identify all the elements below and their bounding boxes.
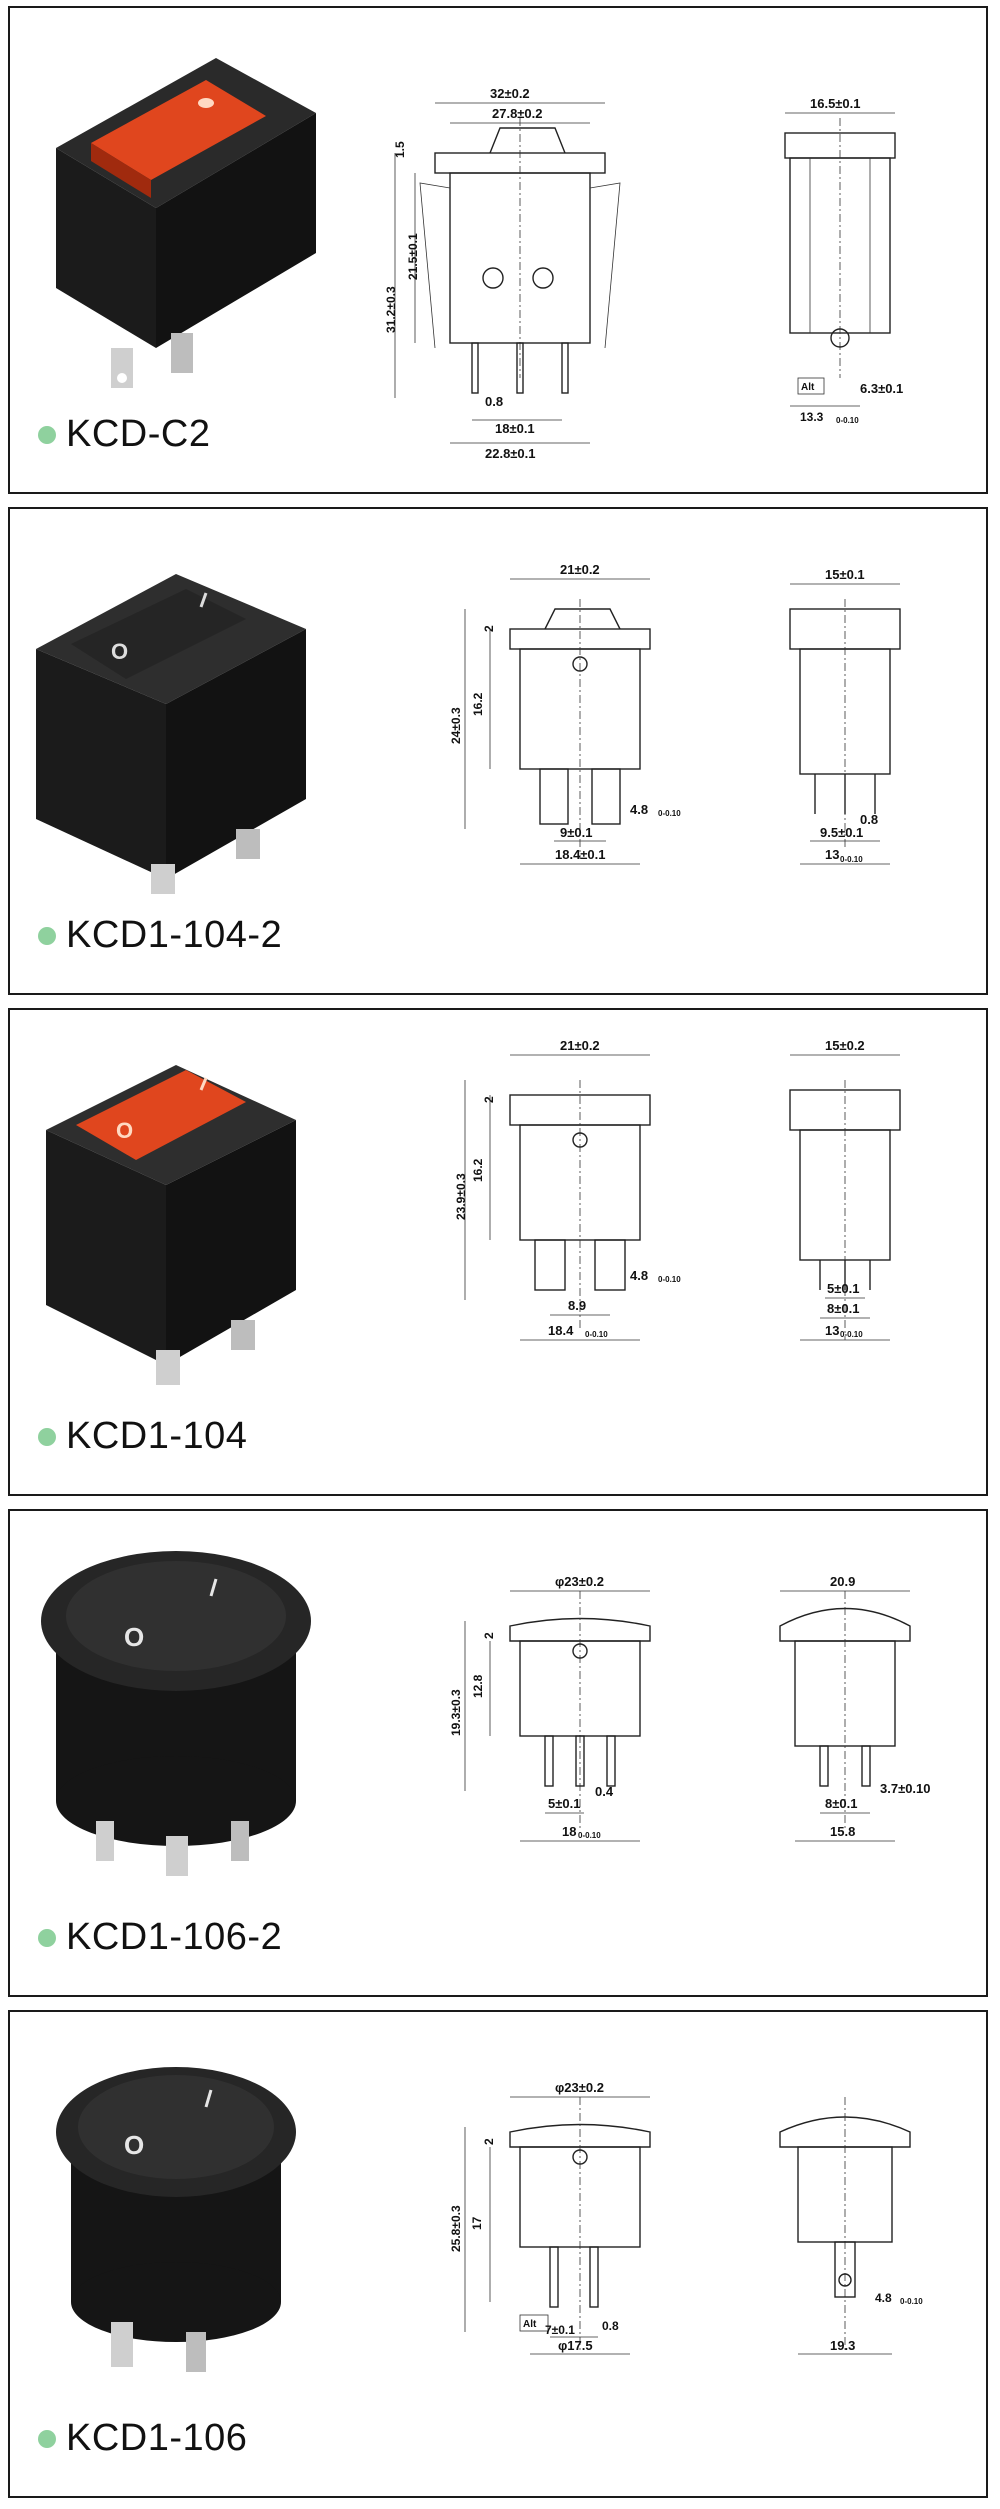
svg-text:18±0.1: 18±0.1 xyxy=(495,421,535,436)
svg-text:16.2: 16.2 xyxy=(471,1158,485,1182)
technical-drawing-kcd1-104-2: 21±0.2 2 16.2 24±0.3 4.8 0-0.10 9±0.1 18… xyxy=(449,562,901,865)
svg-text:0-0.10: 0-0.10 xyxy=(840,855,863,864)
svg-text:15.8: 15.8 xyxy=(830,1824,855,1839)
svg-text:0-0.10: 0-0.10 xyxy=(836,416,859,425)
svg-text:7±0.1: 7±0.1 xyxy=(545,2323,575,2337)
model-name: KCD1-104-2 xyxy=(66,914,283,956)
svg-text:0-0.10: 0-0.10 xyxy=(578,1831,601,1840)
svg-text:0-0.10: 0-0.10 xyxy=(900,2297,923,2306)
svg-text:16.2: 16.2 xyxy=(471,692,485,716)
model-label: KCD-C2 xyxy=(38,413,210,456)
svg-text:O: O xyxy=(116,1118,133,1143)
svg-text:18.4: 18.4 xyxy=(548,1323,574,1338)
svg-text:15±0.1: 15±0.1 xyxy=(825,567,865,582)
svg-text:6.3±0.1: 6.3±0.1 xyxy=(860,381,903,396)
svg-text:24±0.3: 24±0.3 xyxy=(449,707,463,744)
svg-text:19.3±0.3: 19.3±0.3 xyxy=(449,1689,463,1736)
svg-text:8±0.1: 8±0.1 xyxy=(825,1796,857,1811)
switch-photo-kcd1-104: O xyxy=(46,1065,296,1385)
svg-text:2: 2 xyxy=(482,1632,496,1639)
svg-text:φ17.5: φ17.5 xyxy=(558,2338,593,2353)
svg-text:18: 18 xyxy=(562,1824,576,1839)
model-label: KCD1-104 xyxy=(38,1415,247,1458)
svg-text:4.8: 4.8 xyxy=(875,2291,892,2305)
switch-photo-kcd1-106: O xyxy=(56,2067,296,2372)
bullet-icon xyxy=(38,1928,56,1947)
svg-text:21.5±0.1: 21.5±0.1 xyxy=(406,233,420,280)
model-name: KCD-C2 xyxy=(66,413,211,455)
svg-text:Alt: Alt xyxy=(523,2319,537,2330)
product-panel-kcd-c2: KCD-C2 32±0.2 27.8±0.2 1.5 31.2±0.3 21.5… xyxy=(8,6,988,494)
bullet-icon xyxy=(38,2429,56,2448)
svg-text:2: 2 xyxy=(482,2138,496,2145)
svg-text:O: O xyxy=(124,1622,144,1652)
svg-text:23.9±0.3: 23.9±0.3 xyxy=(454,1173,468,1220)
svg-text:22.8±0.1: 22.8±0.1 xyxy=(485,446,536,461)
bullet-icon xyxy=(38,926,56,945)
svg-text:O: O xyxy=(124,2130,144,2160)
svg-text:0-0.10: 0-0.10 xyxy=(658,1275,681,1284)
svg-text:13: 13 xyxy=(825,1323,839,1338)
svg-text:8.9: 8.9 xyxy=(568,1298,586,1313)
svg-text:17: 17 xyxy=(470,2216,484,2230)
model-name: KCD1-106-2 xyxy=(66,1916,283,1958)
svg-text:3.7±0.10: 3.7±0.10 xyxy=(880,1781,931,1796)
svg-text:1.5: 1.5 xyxy=(393,141,407,158)
product-panel-kcd1-104: O KCD1-104 21±0.2 2 16.2 23.9±0.3 4.8 0-… xyxy=(8,1008,988,1496)
product-panel-kcd1-106-2: O KCD1-106-2 φ23±0.2 2 12.8 19.3±0.3 0.4… xyxy=(8,1509,988,1997)
product-panel-kcd1-106: O KCD1-106 φ23±0.2 2 17 25.8±0.3 Alt 7±0… xyxy=(8,2010,988,2498)
svg-text:0-0.10: 0-0.10 xyxy=(840,1330,863,1339)
svg-text:5±0.1: 5±0.1 xyxy=(548,1796,580,1811)
model-label: KCD1-106 xyxy=(38,2417,247,2460)
svg-text:2: 2 xyxy=(482,1096,496,1103)
svg-text:0-0.10: 0-0.10 xyxy=(658,809,681,818)
model-label: KCD1-104-2 xyxy=(38,914,282,957)
svg-text:27.8±0.2: 27.8±0.2 xyxy=(492,106,543,121)
bullet-icon xyxy=(38,1427,56,1446)
technical-drawing-kcd1-106: φ23±0.2 2 17 25.8±0.3 Alt 7±0.1 0.8 φ17.… xyxy=(449,2080,923,2355)
svg-text:5±0.1: 5±0.1 xyxy=(827,1281,859,1296)
svg-text:32±0.2: 32±0.2 xyxy=(490,86,530,101)
svg-text:19.3: 19.3 xyxy=(830,2338,855,2353)
svg-text:2: 2 xyxy=(482,625,496,632)
svg-text:φ23±0.2: φ23±0.2 xyxy=(555,1574,604,1589)
svg-text:21±0.2: 21±0.2 xyxy=(560,562,600,577)
svg-text:0.8: 0.8 xyxy=(860,812,878,827)
svg-text:13: 13 xyxy=(825,847,839,862)
svg-text:18.4±0.1: 18.4±0.1 xyxy=(555,847,606,862)
svg-text:φ23±0.2: φ23±0.2 xyxy=(555,2080,604,2095)
bullet-icon xyxy=(38,425,56,444)
model-name: KCD1-106 xyxy=(66,2417,248,2459)
svg-text:8±0.1: 8±0.1 xyxy=(827,1301,859,1316)
technical-drawing-kcd-c2: 32±0.2 27.8±0.2 1.5 31.2±0.3 21.5±0.1 0.… xyxy=(384,86,903,461)
svg-text:0.8: 0.8 xyxy=(485,394,503,409)
svg-text:O: O xyxy=(111,639,128,664)
model-label: KCD1-106-2 xyxy=(38,1916,282,1959)
model-name: KCD1-104 xyxy=(66,1415,248,1457)
svg-text:13.3: 13.3 xyxy=(800,410,824,424)
svg-text:31.2±0.3: 31.2±0.3 xyxy=(384,286,398,333)
svg-text:4.8: 4.8 xyxy=(630,802,648,817)
product-panel-kcd1-104-2: O KCD1-104-2 21±0.2 2 16.2 24±0.3 4.8 0-… xyxy=(8,507,988,995)
svg-text:12.8: 12.8 xyxy=(471,1674,485,1698)
technical-drawing-kcd1-106-2: φ23±0.2 2 12.8 19.3±0.3 0.4 5±0.1 18 0-0… xyxy=(449,1574,931,1842)
switch-photo-kcd-c2 xyxy=(56,58,316,388)
svg-text:20.9: 20.9 xyxy=(830,1574,855,1589)
svg-text:15±0.2: 15±0.2 xyxy=(825,1038,865,1053)
technical-drawing-kcd1-104: 21±0.2 2 16.2 23.9±0.3 4.8 0-0.10 8.9 18… xyxy=(454,1038,901,1341)
svg-text:9±0.1: 9±0.1 xyxy=(560,825,592,840)
svg-text:16.5±0.1: 16.5±0.1 xyxy=(810,96,861,111)
svg-text:25.8±0.3: 25.8±0.3 xyxy=(449,2205,463,2252)
switch-photo-kcd1-104-2: O xyxy=(36,574,306,894)
svg-text:0-0.10: 0-0.10 xyxy=(585,1330,608,1339)
svg-text:0.4: 0.4 xyxy=(595,1784,614,1799)
switch-photo-kcd1-106-2: O xyxy=(41,1551,311,1876)
svg-text:Alt: Alt xyxy=(801,382,815,393)
svg-text:21±0.2: 21±0.2 xyxy=(560,1038,600,1053)
svg-text:0.8: 0.8 xyxy=(602,2319,619,2333)
svg-text:9.5±0.1: 9.5±0.1 xyxy=(820,825,863,840)
svg-text:4.8: 4.8 xyxy=(630,1268,648,1283)
